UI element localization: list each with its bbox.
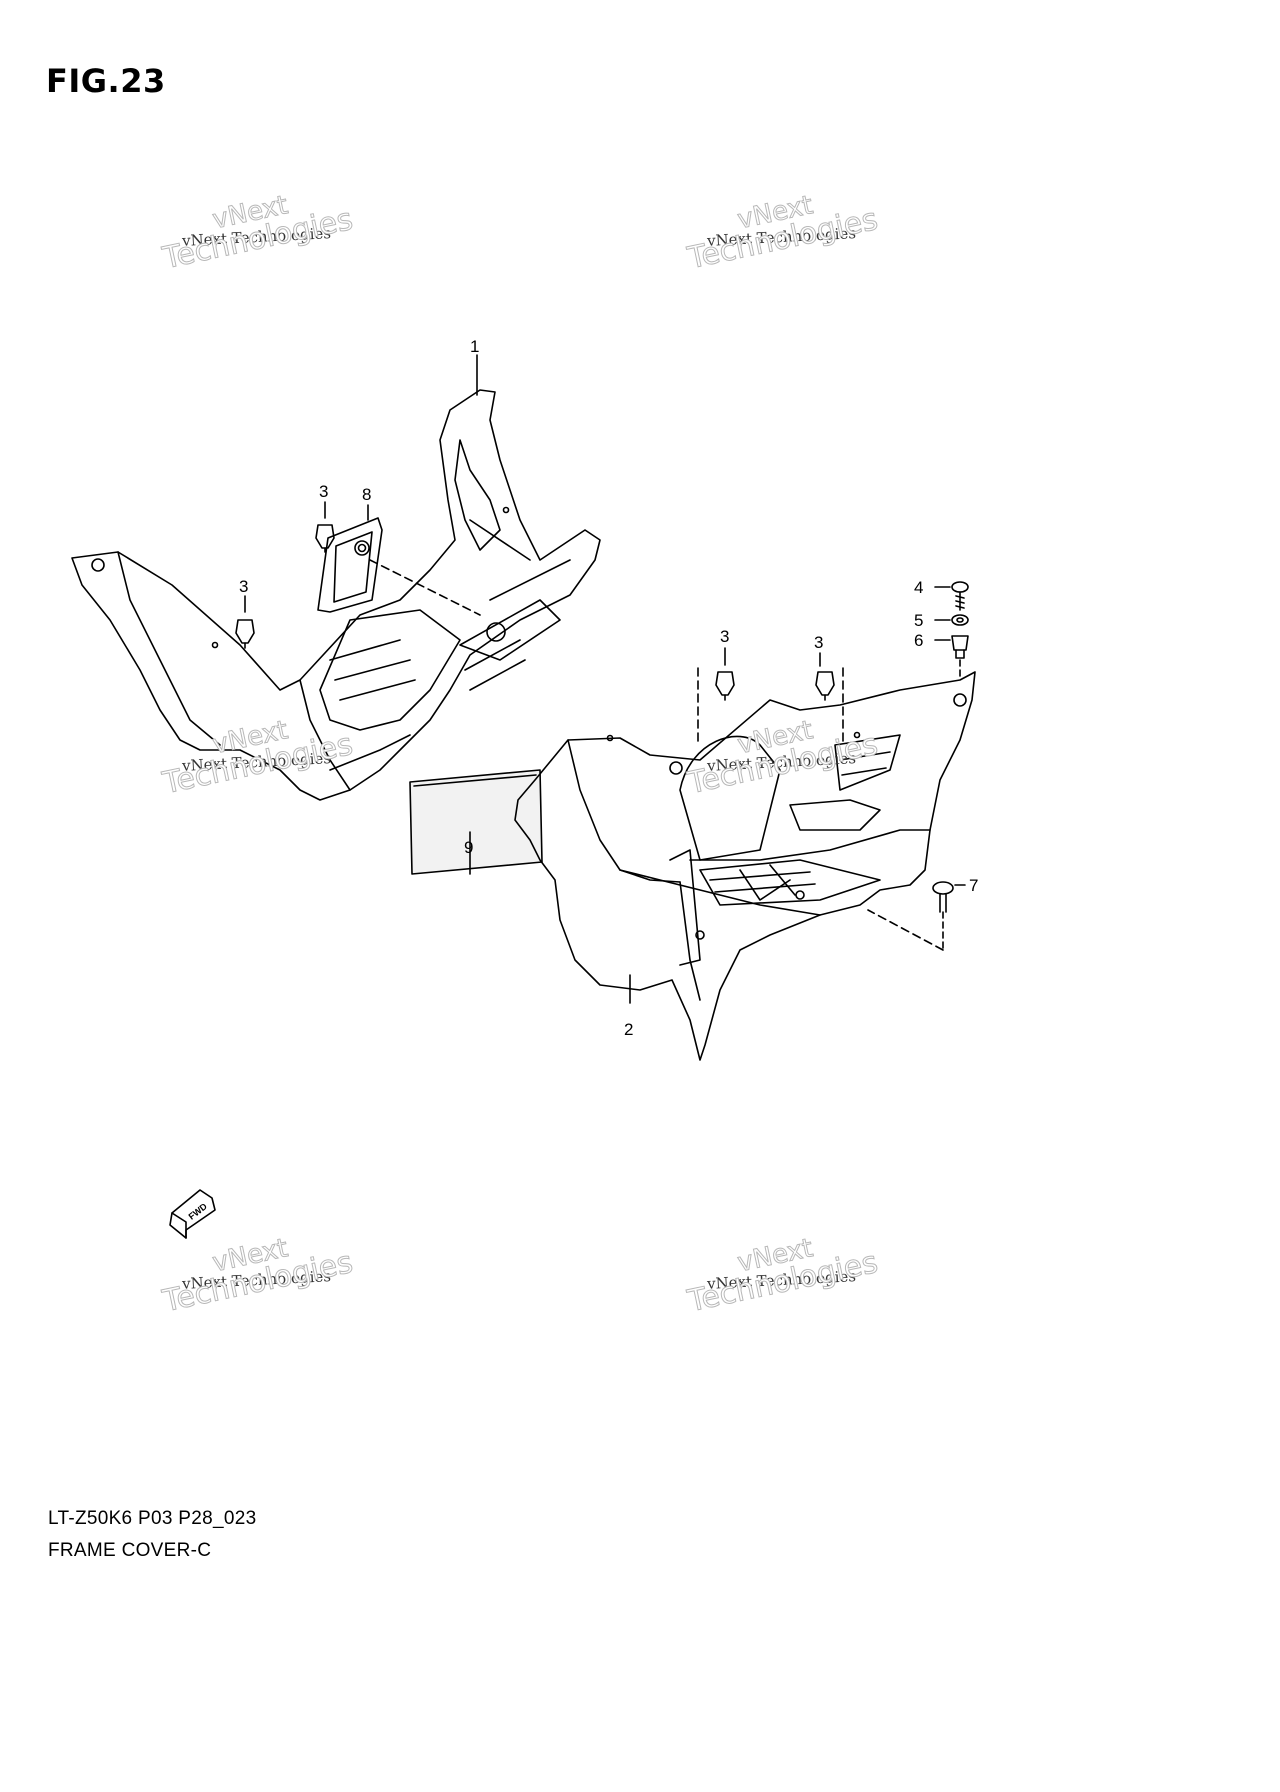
- screw-fastener: [951, 581, 969, 611]
- callout-3-c: 3: [720, 627, 729, 646]
- clip-fastener-d: [815, 667, 844, 746]
- cushion-fastener: [951, 635, 969, 681]
- callout-1: 1: [470, 337, 479, 356]
- callout-9: 9: [464, 838, 473, 857]
- callout-3-d: 3: [814, 633, 823, 652]
- callout-7: 7: [969, 876, 978, 895]
- figure-title: FIG.23: [46, 62, 166, 100]
- callout-3-b: 3: [239, 577, 248, 596]
- bolt-fastener: [867, 881, 954, 951]
- left-frame-cover-part: [71, 389, 601, 801]
- reflector-part: [409, 769, 543, 875]
- model-code: LT-Z50K6 P03 P28_023: [48, 1508, 257, 1529]
- callout-6: 6: [914, 631, 923, 650]
- clip-fastener-a: [315, 524, 335, 553]
- part-group-name: FRAME COVER-C: [48, 1540, 212, 1561]
- clip-fastener-c: [697, 667, 735, 746]
- callout-3-a: 3: [319, 482, 328, 501]
- callout-4: 4: [914, 578, 923, 597]
- clip-fastener-b: [235, 619, 255, 649]
- callout-2: 2: [624, 1020, 633, 1039]
- grommet-plate-part: [317, 517, 481, 616]
- washer-fastener: [951, 614, 969, 626]
- fwd-arrow-icon: [169, 1189, 216, 1239]
- callout-8: 8: [362, 485, 371, 504]
- right-frame-cover-part: [514, 671, 976, 1061]
- callout-5: 5: [914, 611, 923, 630]
